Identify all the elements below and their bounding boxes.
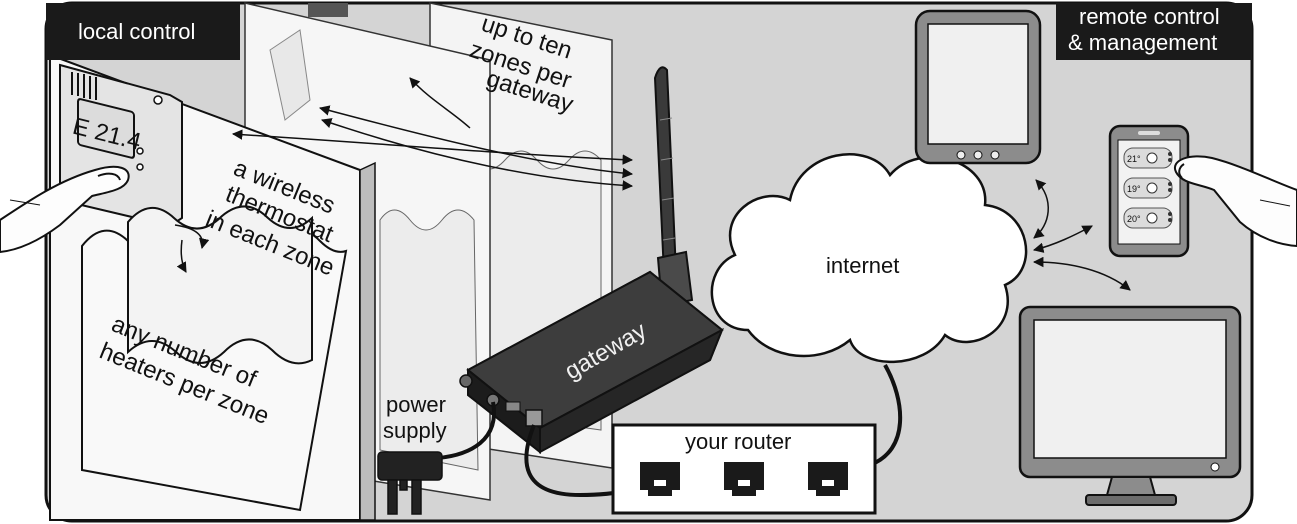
phone-zone-row-2: 19° <box>1123 177 1173 199</box>
remote-arrows <box>1032 179 1131 291</box>
remote-control-label-2: & management <box>1068 30 1217 55</box>
power-annotation: power supply <box>383 392 447 443</box>
power-plug-icon <box>377 451 443 515</box>
local-control-tab: local control <box>46 3 240 60</box>
zones-annotation: up to ten zones per gateway <box>466 10 576 118</box>
phone-temp-1: 21° <box>1127 154 1141 164</box>
hand-right-icon <box>1173 155 1297 248</box>
thermostat-heater-arrow <box>174 224 210 250</box>
thermostat-heater-arrow-2 <box>176 239 187 273</box>
router-port-3-icon <box>808 462 848 496</box>
monitor-icon <box>1018 305 1242 506</box>
power-label-2: supply <box>383 418 447 443</box>
router-device: your router <box>611 423 877 515</box>
router-port-2-icon <box>724 462 764 496</box>
power-label-1: power <box>386 392 446 417</box>
internet-cloud-icon <box>710 153 1028 364</box>
local-control-label: local control <box>78 19 195 44</box>
smartphone-icon: 21° 19° 20° <box>1108 124 1190 258</box>
hand-left-icon <box>0 165 130 254</box>
phone-zone-row-3: 20° <box>1123 207 1173 229</box>
gateway-device: gateway <box>459 270 724 455</box>
remote-control-tab: remote control & management <box>1056 3 1252 60</box>
heater-icon <box>81 205 348 512</box>
phone-zone-row-1: 21° <box>1123 147 1173 169</box>
remote-control-label-1: remote control <box>1079 4 1220 29</box>
internet-label: internet <box>826 253 899 278</box>
router-port-1-icon <box>640 462 680 496</box>
tablet-icon <box>914 9 1042 165</box>
phone-temp-2: 19° <box>1127 184 1141 194</box>
wireless-arrows <box>231 77 634 191</box>
phone-temp-3: 20° <box>1127 214 1141 224</box>
router-label: your router <box>685 429 791 454</box>
